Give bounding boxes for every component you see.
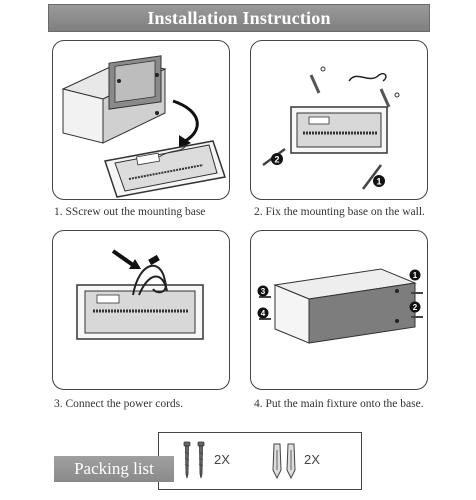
step-4-panel: 1 2 3 4 bbox=[250, 230, 428, 390]
step-2-marker-1: 1 bbox=[376, 177, 381, 187]
step-4-marker-2: 2 bbox=[413, 303, 418, 312]
step-4-marker-1: 1 bbox=[413, 271, 418, 280]
screw-icon bbox=[183, 441, 205, 479]
mount-fixture-illustration-icon: 1 2 3 4 bbox=[257, 268, 423, 344]
step-2-marker-2: 2 bbox=[274, 155, 279, 165]
connect-cords-illustration-icon bbox=[76, 249, 204, 340]
step-3-panel bbox=[52, 230, 230, 390]
step-4-marker-3: 3 bbox=[261, 287, 266, 296]
screw-quantity: 2X bbox=[214, 452, 230, 467]
fix-base-illustration-icon: 1 2 bbox=[262, 66, 400, 190]
title-banner: Installation Instruction bbox=[48, 4, 430, 32]
unscrew-base-illustration-icon bbox=[61, 55, 226, 198]
step-2-panel: 1 2 bbox=[250, 40, 428, 200]
step-2-caption: 2. Fix the mounting base on the wall. bbox=[254, 206, 425, 218]
step-4-caption: 4. Put the main fixture onto the base. bbox=[254, 398, 424, 410]
wall-anchor-icon bbox=[272, 443, 296, 480]
packing-list-label: Packing list bbox=[54, 456, 174, 482]
page-title: Installation Instruction bbox=[147, 7, 331, 28]
step-1-panel bbox=[52, 40, 230, 200]
step-1-caption: 1. SScrew out the mounting base bbox=[54, 206, 206, 218]
step-4-marker-4: 4 bbox=[261, 309, 266, 318]
wall-anchor-quantity: 2X bbox=[304, 452, 320, 467]
step-3-caption: 3. Connect the power cords. bbox=[54, 398, 184, 410]
